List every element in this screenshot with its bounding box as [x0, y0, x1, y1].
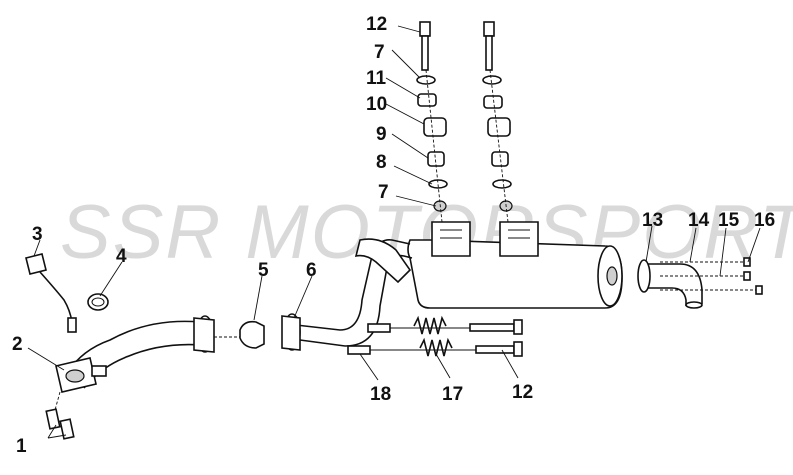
callout-16: 16 — [754, 210, 775, 231]
callout-1: 1 — [16, 436, 27, 457]
callout-15: 15 — [718, 210, 740, 231]
header-pipe — [55, 315, 215, 393]
callout-2: 2 — [12, 334, 23, 355]
callout-7-top: 7 — [374, 42, 385, 63]
callout-18: 18 — [370, 384, 391, 405]
muffler — [407, 221, 623, 309]
callouts: 1 2 3 4 5 6 7 7 8 9 10 11 12 12 13 14 15… — [12, 14, 775, 457]
callout-13: 13 — [642, 210, 663, 231]
mounting-hardware-right — [482, 21, 513, 223]
callout-6: 6 — [306, 260, 317, 281]
tail-screws — [660, 257, 763, 295]
callout-11: 11 — [366, 68, 387, 89]
callout-14: 14 — [688, 210, 710, 231]
callout-3: 3 — [32, 224, 43, 245]
header-studs — [45, 391, 75, 440]
callout-12-bottom: 12 — [512, 382, 533, 403]
callout-10: 10 — [366, 94, 387, 115]
mid-pipe — [281, 238, 413, 351]
callout-5: 5 — [258, 260, 269, 281]
sensor-seal — [87, 293, 109, 311]
callout-12-top: 12 — [366, 14, 387, 35]
callout-4: 4 — [116, 246, 127, 267]
mounting-hardware-left — [416, 21, 448, 223]
callout-7-bottom: 7 — [378, 182, 389, 203]
callout-8: 8 — [376, 152, 387, 173]
springs-and-bolts — [347, 315, 523, 357]
exhaust-gasket — [214, 320, 265, 349]
callout-17: 17 — [442, 384, 463, 405]
leader-lines — [27, 25, 761, 439]
callout-9: 9 — [376, 124, 387, 145]
oxygen-sensor — [25, 253, 77, 333]
